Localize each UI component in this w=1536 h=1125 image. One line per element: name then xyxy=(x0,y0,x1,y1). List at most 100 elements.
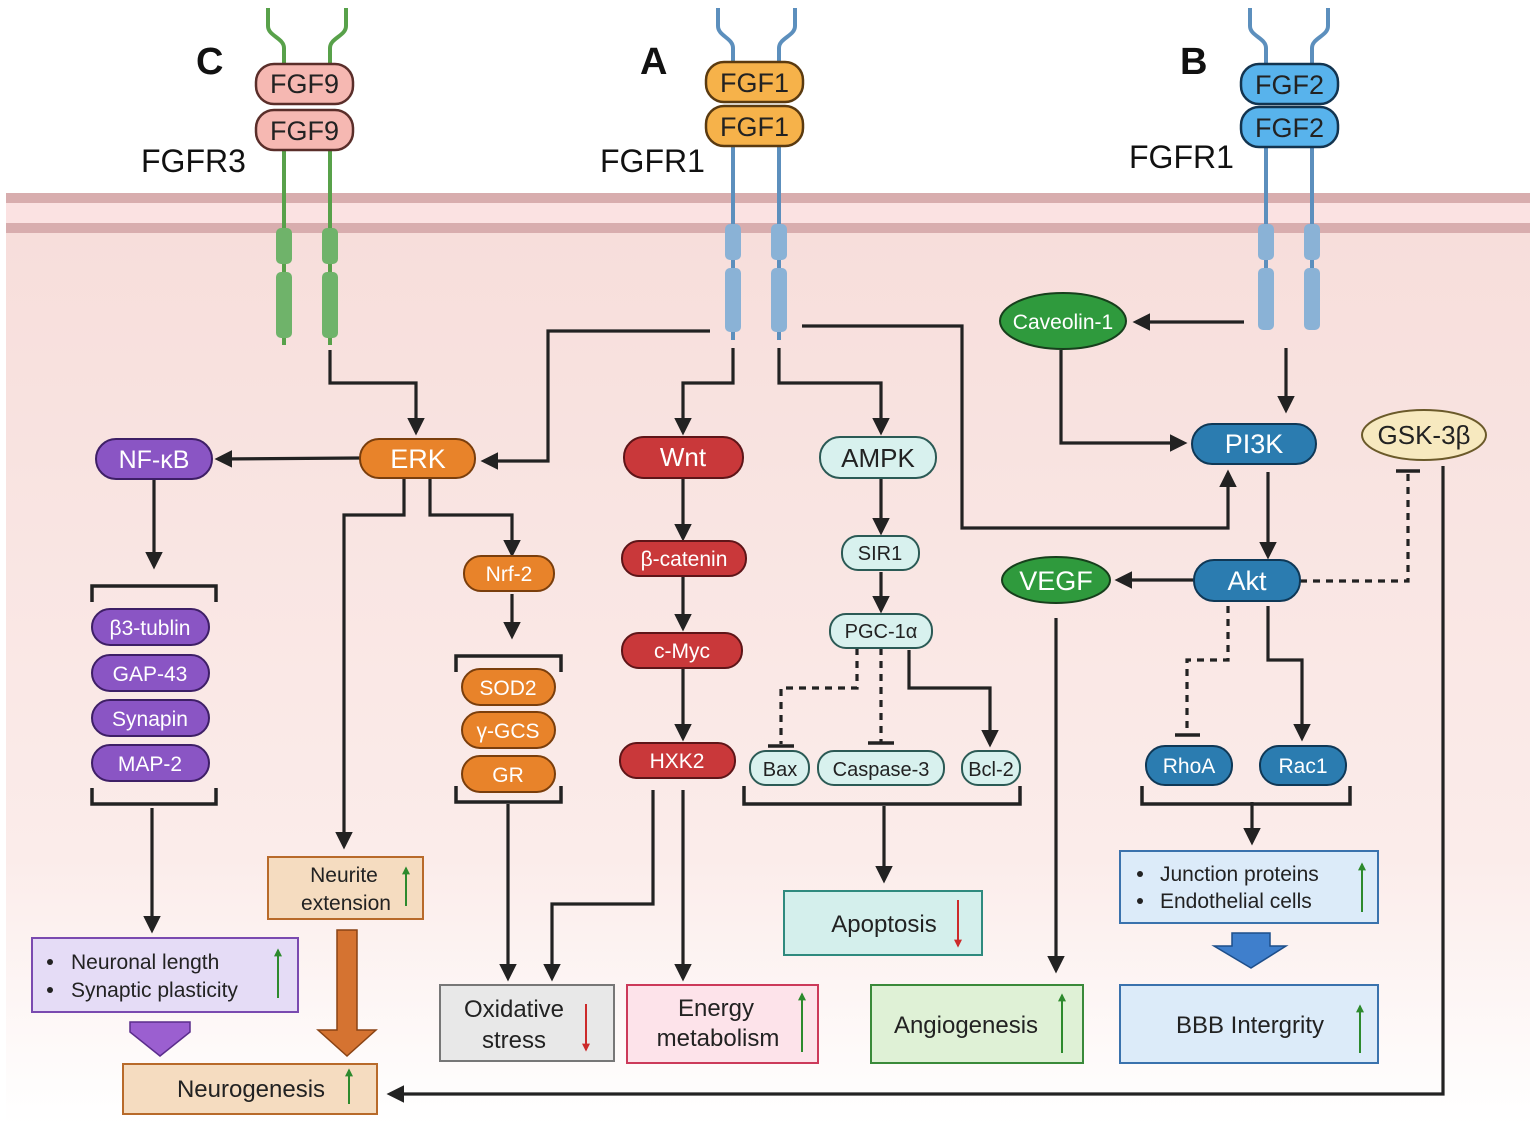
svg-text:Apoptosis: Apoptosis xyxy=(831,911,936,938)
hxk2-node: HXK2 xyxy=(619,742,736,779)
oxidative-stress-box: Oxidative stress xyxy=(439,984,615,1062)
apoptosis-box: Apoptosis xyxy=(783,890,983,956)
inhibition-lines xyxy=(779,472,1410,744)
fgfr1-label-b: FGFR1 xyxy=(1129,139,1234,175)
sod2-node: SOD2 xyxy=(461,668,556,706)
svg-text:RhoA: RhoA xyxy=(1163,755,1216,778)
neurogenesis-box: Neurogenesis xyxy=(122,1063,378,1115)
nrf-2-node: Nrf-2 xyxy=(463,555,555,592)
gr-node: GR xyxy=(461,755,556,793)
svg-text:Angiogenesis: Angiogenesis xyxy=(894,1012,1038,1039)
gsk-3b-node: GSK-3β xyxy=(1361,409,1487,461)
svg-text:Nrf-2: Nrf-2 xyxy=(486,563,533,586)
y-gcs-node: γ-GCS xyxy=(461,711,556,749)
signal-arrows xyxy=(143,313,1445,1103)
svg-text:PI3K: PI3K xyxy=(1225,429,1284,459)
orange-down-arrow xyxy=(316,929,378,1058)
fgf1-ligand-top: FGF1 xyxy=(704,60,805,104)
svg-text:Caveolin-1: Caveolin-1 xyxy=(1013,311,1113,334)
fgf9-top-label: FGF9 xyxy=(270,69,339,99)
fgf1-bottom-label: FGF1 xyxy=(720,112,789,142)
fgf9-bottom-label: FGF9 xyxy=(270,116,339,146)
svg-text:Caspase-3: Caspase-3 xyxy=(833,759,930,781)
svg-text:Akt: Akt xyxy=(1227,566,1267,596)
fgf2-bottom-label: FGF2 xyxy=(1255,113,1324,143)
nf-kb-node: NF-κB xyxy=(95,438,213,480)
svg-text:stress: stress xyxy=(482,1027,546,1054)
rhoa-node: RhoA xyxy=(1145,745,1233,786)
svg-text:Oxidative: Oxidative xyxy=(464,996,564,1023)
fgf1-ligand-bottom: FGF1 xyxy=(704,104,805,148)
pi3k-node: PI3K xyxy=(1191,423,1317,465)
fgf1-top-label: FGF1 xyxy=(720,68,789,98)
caveolin-1-node: Caveolin-1 xyxy=(999,292,1127,350)
svg-text:BBB Intergrity: BBB Intergrity xyxy=(1176,1012,1324,1039)
map-2-node: MAP-2 xyxy=(91,744,210,782)
svg-text:c-Myc: c-Myc xyxy=(654,640,710,663)
bbb-integrity-box: BBB Intergrity xyxy=(1119,984,1379,1064)
bax-node: Bax xyxy=(749,750,810,786)
caspase-3-node: Caspase-3 xyxy=(817,750,945,786)
neurite-extension-box: Neurite extension xyxy=(267,856,424,920)
beta-catenin-node: β-catenin xyxy=(621,540,747,577)
c-myc-node: c-Myc xyxy=(621,632,743,669)
svg-text:Synaptic plasticity: Synaptic plasticity xyxy=(71,979,238,1002)
svg-text:Neurite: Neurite xyxy=(310,864,378,887)
bcl-2-node: Bcl-2 xyxy=(961,750,1021,786)
pgc-1a-node: PGC-1α xyxy=(829,613,933,649)
panel-label-c: C xyxy=(196,41,223,83)
fgf9-ligand-bottom: FGF9 xyxy=(254,108,355,152)
svg-text:Synapin: Synapin xyxy=(112,708,188,731)
fgfr1-label-a: FGFR1 xyxy=(600,143,705,179)
svg-text:NF-κB: NF-κB xyxy=(119,446,190,474)
svg-text:SIR1: SIR1 xyxy=(858,543,902,565)
angiogenesis-box: Angiogenesis xyxy=(870,984,1084,1064)
svg-text:GSK-3β: GSK-3β xyxy=(1378,420,1471,450)
gap-43-node: GAP-43 xyxy=(91,654,210,692)
svg-text:extension: extension xyxy=(301,892,391,915)
fgf2-top-label: FGF2 xyxy=(1255,70,1324,100)
ampk-node: AMPK xyxy=(819,436,937,479)
wnt-node: Wnt xyxy=(623,436,744,479)
svg-text:GR: GR xyxy=(492,764,524,787)
svg-text:Neuronal length: Neuronal length xyxy=(71,951,219,974)
fgf9-ligand-top: FGF9 xyxy=(254,62,355,106)
svg-text:Junction proteins: Junction proteins xyxy=(1160,863,1319,886)
svg-text:Neurogenesis: Neurogenesis xyxy=(177,1076,325,1103)
svg-text:metabolism: metabolism xyxy=(657,1025,780,1052)
fgfr3-label: FGFR3 xyxy=(141,143,246,179)
svg-text:Wnt: Wnt xyxy=(660,442,707,472)
akt-node: Akt xyxy=(1193,559,1301,602)
rac1-node: Rac1 xyxy=(1259,745,1347,786)
neuronal-outcomes-box: Neuronal length Synaptic plasticity xyxy=(31,937,299,1013)
svg-text:γ-GCS: γ-GCS xyxy=(477,720,540,743)
b3-tublin-node: β3-tublin xyxy=(91,608,210,646)
svg-text:Bax: Bax xyxy=(763,759,797,781)
svg-text:Endothelial cells: Endothelial cells xyxy=(1160,890,1312,913)
svg-text:MAP-2: MAP-2 xyxy=(118,753,182,776)
svg-text:Rac1: Rac1 xyxy=(1278,755,1327,778)
svg-text:SOD2: SOD2 xyxy=(479,677,536,700)
sir1-node: SIR1 xyxy=(841,535,920,571)
svg-text:AMPK: AMPK xyxy=(841,443,915,473)
svg-text:VEGF: VEGF xyxy=(1019,566,1093,596)
svg-text:β-catenin: β-catenin xyxy=(641,548,728,571)
svg-text:β3-tublin: β3-tublin xyxy=(110,617,191,640)
junction-endothelial-box: Junction proteins Endothelial cells xyxy=(1119,850,1379,924)
brackets xyxy=(90,584,1352,806)
fgf2-ligand-bottom: FGF2 xyxy=(1239,105,1340,149)
svg-text:Bcl-2: Bcl-2 xyxy=(968,759,1014,781)
panel-label-a: A xyxy=(640,41,667,83)
synapin-node: Synapin xyxy=(91,699,210,737)
panel-label-b: B xyxy=(1180,41,1207,83)
svg-text:Energy: Energy xyxy=(678,995,754,1022)
fgf2-ligand-top: FGF2 xyxy=(1239,62,1340,106)
svg-text:GAP-43: GAP-43 xyxy=(113,663,188,686)
blue-down-arrow xyxy=(1211,932,1289,969)
inhibition-bars xyxy=(768,469,1420,748)
svg-text:ERK: ERK xyxy=(390,444,446,474)
erk-node: ERK xyxy=(359,438,476,479)
svg-text:HXK2: HXK2 xyxy=(650,750,705,773)
svg-text:PGC-1α: PGC-1α xyxy=(845,621,918,643)
